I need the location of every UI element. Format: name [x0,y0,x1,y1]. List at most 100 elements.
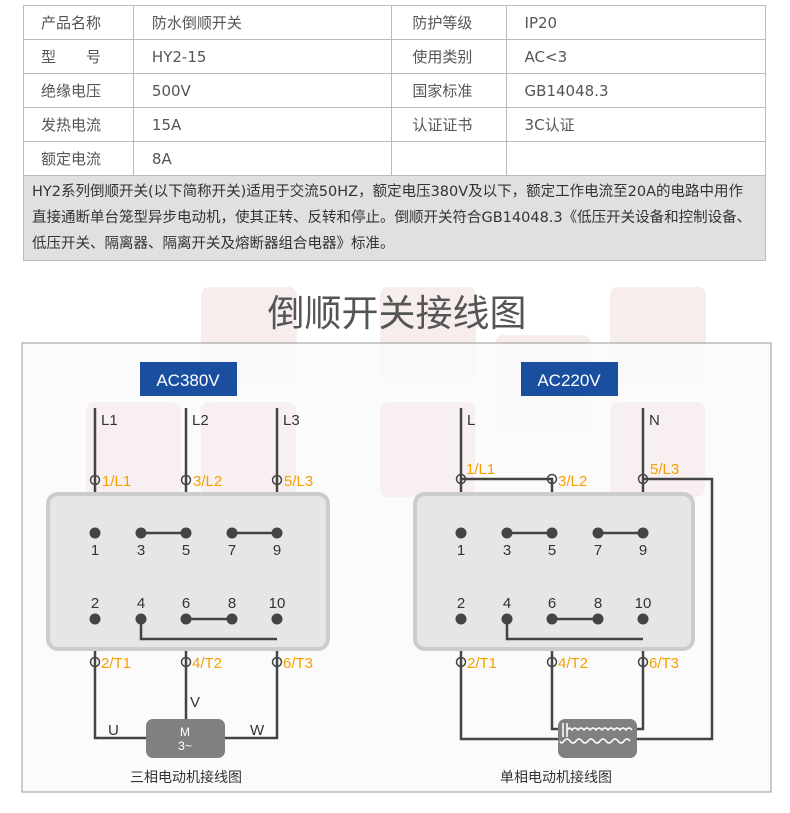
terminal-number: 5 [548,542,556,559]
terminal-dot [180,613,192,625]
terminal-dot [180,527,192,539]
switch-body [46,492,330,651]
diagram-caption: 三相电动机接线图 [130,769,242,785]
voltage-badge-label: AC380V [156,371,220,390]
terminal-dot [455,613,467,625]
spec-value: 15A [132,107,393,142]
terminal-number: 8 [228,595,236,612]
terminal-number: 9 [639,542,647,559]
spec-value2: GB14048.3 [505,73,767,108]
motor-label: 3~ [178,739,192,753]
terminal-number: 5 [182,542,190,559]
spec-description: HY2系列倒顺开关(以下简称开关)适用于交流50HZ，额定电压380V及以下，额… [23,175,766,261]
terminal-dot [89,527,101,539]
terminal-dot [135,613,147,625]
diagram-caption: 单相电动机接线图 [500,769,612,785]
terminal-ring [180,474,192,486]
spec-label: 发热电流 [23,107,134,142]
terminal-number: 4 [137,595,145,612]
terminal-label: 1/L1 [102,473,131,490]
wire [225,619,279,740]
terminal-ring [637,656,649,668]
spec-label2: 认证证书 [391,107,507,142]
spec-label: 绝缘电压 [23,73,134,108]
terminal-number: 9 [273,542,281,559]
terminal-label: 4/T2 [192,655,222,672]
terminal-label: 5/L3 [650,461,679,478]
motor-label: M [180,725,190,739]
wire [139,619,277,641]
wire [459,619,558,741]
spec-label: 额定电流 [23,141,134,176]
terminal-dot [271,527,283,539]
terminal-ring [89,656,101,668]
terminal-dot [592,527,604,539]
spec-label: 产品名称 [23,5,134,40]
phase-label: U [108,722,119,739]
terminal-number: 7 [228,542,236,559]
wire [550,619,560,731]
terminal-dot [226,527,238,539]
phase-label: W [250,722,265,739]
voltage-badge-label: AC220V [537,371,601,390]
wire [93,619,146,740]
terminal-number: 6 [548,595,556,612]
terminal-dot [271,613,283,625]
diagram-title: 倒顺开关接线图 [268,292,527,335]
terminal-label: 3/L2 [558,473,587,490]
spec-value2: 3C认证 [505,107,767,142]
terminal-dot [501,527,513,539]
terminal-dot [226,613,238,625]
terminal-ring [271,474,283,486]
terminal-dot [637,613,649,625]
terminal-dot [89,613,101,625]
input-label: L3 [283,412,300,429]
terminal-number: 1 [457,542,465,559]
terminal-ring [546,656,558,668]
decorative-background-inner [86,402,705,497]
wire [505,619,643,641]
terminal-number: 4 [503,595,511,612]
terminal-label: 2/T1 [467,655,497,672]
terminal-number: 8 [594,595,602,612]
spec-value: 500V [132,73,393,108]
terminal-dot [501,613,513,625]
input-label: L [467,412,475,429]
spec-value: 防水倒顺开关 [132,5,393,40]
terminal-label: 1/L1 [466,461,495,478]
terminal-ring [180,656,192,668]
switch-body [413,492,695,651]
terminal-number: 2 [457,595,465,612]
spec-value2 [505,141,767,176]
terminal-number: 3 [503,542,511,559]
terminal-ring [271,656,283,668]
wire [635,619,645,731]
spec-label2: 使用类别 [391,39,507,74]
terminal-dot [546,527,558,539]
spec-value2: AC<3 [505,39,767,74]
voltage-badge [140,362,237,396]
terminal-dot [135,527,147,539]
capacitor-motor-icon [558,719,637,758]
terminal-number: 3 [137,542,145,559]
terminal-ring [637,473,649,485]
terminal-label: 2/T1 [101,655,131,672]
terminal-number: 10 [635,595,652,612]
terminal-dot [637,527,649,539]
winding-icon [559,738,631,744]
terminal-label: 3/L2 [193,473,222,490]
phase-label: V [190,694,200,711]
input-label: N [649,412,660,429]
terminal-label: 6/T3 [649,655,679,672]
terminal-ring [455,473,467,485]
terminal-number: 7 [594,542,602,559]
